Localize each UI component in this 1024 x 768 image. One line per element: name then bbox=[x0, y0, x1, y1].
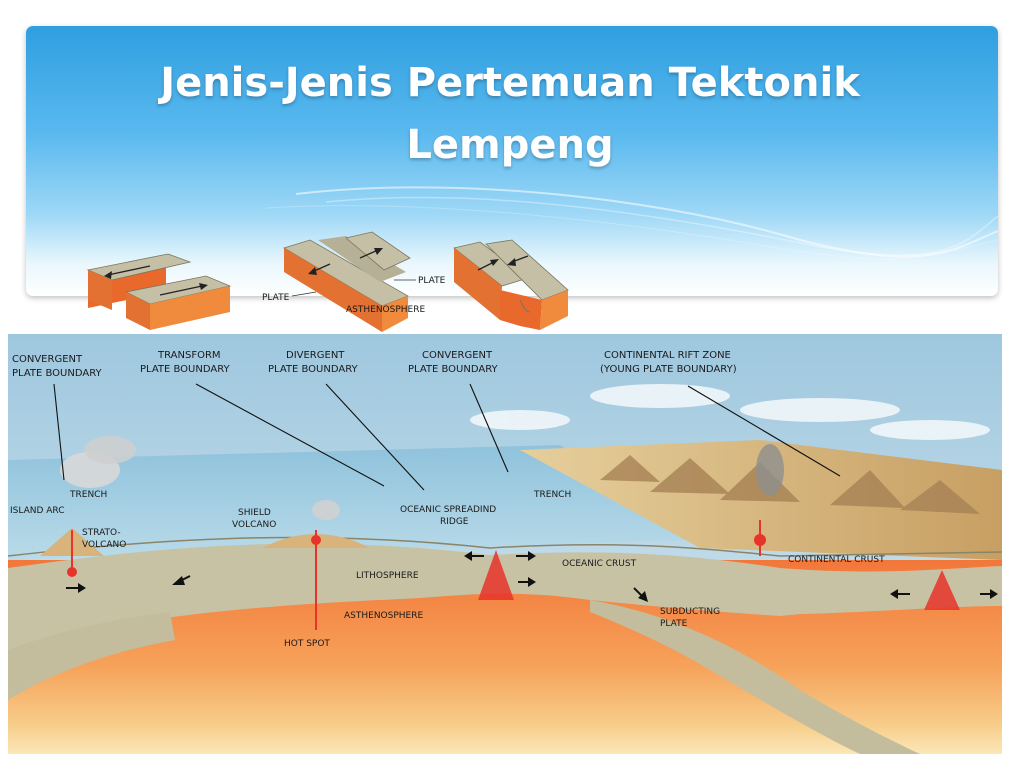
transform-boundary-label: TRANSFORM bbox=[157, 350, 221, 361]
continental-crust-label: CONTINENTAL CRUST bbox=[788, 555, 885, 565]
plate-motion-arrows bbox=[66, 551, 998, 602]
transform-block-diagram bbox=[86, 253, 232, 330]
convergent-boundary-left-label-2: PLATE BOUNDARY bbox=[12, 368, 103, 379]
trench-right-label: TRENCH bbox=[533, 490, 571, 500]
stratovolcano-label-2: VOLCANO bbox=[82, 540, 126, 550]
rift-magma bbox=[924, 570, 960, 610]
island-arc-volcano bbox=[40, 436, 136, 577]
rift-zone-label: CONTINENTAL RIFT ZONE bbox=[604, 350, 731, 361]
shield-volcano-label-2: VOLCANO bbox=[232, 520, 276, 530]
hot-spot-label: HOT SPOT bbox=[284, 639, 330, 649]
plate-label: PLATE bbox=[418, 276, 446, 286]
ocean bbox=[8, 445, 700, 560]
convergent-block-diagram bbox=[453, 239, 569, 330]
convergent-boundary-right-label-2: PLATE BOUNDARY bbox=[408, 364, 499, 375]
divergent-block-diagram: PLATE PLATE ASTHENOSPHERE bbox=[262, 231, 446, 332]
subducting-plate-label: SUBDUCTING bbox=[660, 607, 720, 617]
transform-boundary-label-2: PLATE BOUNDARY bbox=[140, 364, 231, 375]
convergent-boundary-left-label: CONVERGENT bbox=[12, 354, 83, 365]
rift-zone-label-2: (YOUNG PLATE BOUNDARY) bbox=[600, 364, 737, 375]
convergent-boundary-right-label: CONVERGENT bbox=[422, 350, 493, 361]
island-arc-label: ISLAND ARC bbox=[10, 506, 65, 516]
shield-volcano bbox=[262, 500, 370, 630]
lithosphere-label: LITHOSPHERE bbox=[356, 571, 419, 581]
oceanic-ridge-label-2: RIDGE bbox=[440, 517, 469, 527]
asthenosphere-small-label: ASTHENOSPHERE bbox=[346, 305, 425, 315]
oceanic-ridge-label: OCEANIC SPREADIND bbox=[400, 505, 496, 515]
divergent-boundary-label-2: PLATE BOUNDARY bbox=[268, 364, 359, 375]
title-line-1: Jenis-Jenis Pertemuan Tektonik bbox=[160, 60, 860, 106]
lithosphere-layer bbox=[8, 543, 1002, 650]
plate-label-left: PLATE bbox=[262, 293, 290, 303]
header-wave-lines bbox=[265, 186, 998, 260]
main-cross-section: CONVERGENT PLATE BOUNDARY TRANSFORM PLAT… bbox=[7, 334, 1003, 754]
oceanic-crust-label: OCEANIC CRUST bbox=[562, 559, 637, 569]
asthenosphere-label: ASTHENOSPHERE bbox=[344, 611, 423, 621]
trench-left-label: TRENCH bbox=[69, 490, 107, 500]
divergent-boundary-label: DIVERGENT bbox=[286, 350, 345, 361]
subducting-plate-slab bbox=[590, 600, 920, 754]
slide-title: Jenis-Jenis Pertemuan Tektonik Lempeng bbox=[60, 52, 960, 176]
continental-volcano bbox=[754, 444, 784, 556]
clouds bbox=[470, 384, 990, 440]
subducting-plate-label-2: PLATE bbox=[660, 619, 688, 629]
ridge-magma bbox=[478, 550, 514, 600]
shield-volcano-label: SHIELD bbox=[238, 508, 271, 518]
stratovolcano-label: STRATO- bbox=[82, 528, 121, 538]
title-line-2: Lempeng bbox=[406, 122, 614, 168]
leader-lines bbox=[53, 383, 841, 491]
